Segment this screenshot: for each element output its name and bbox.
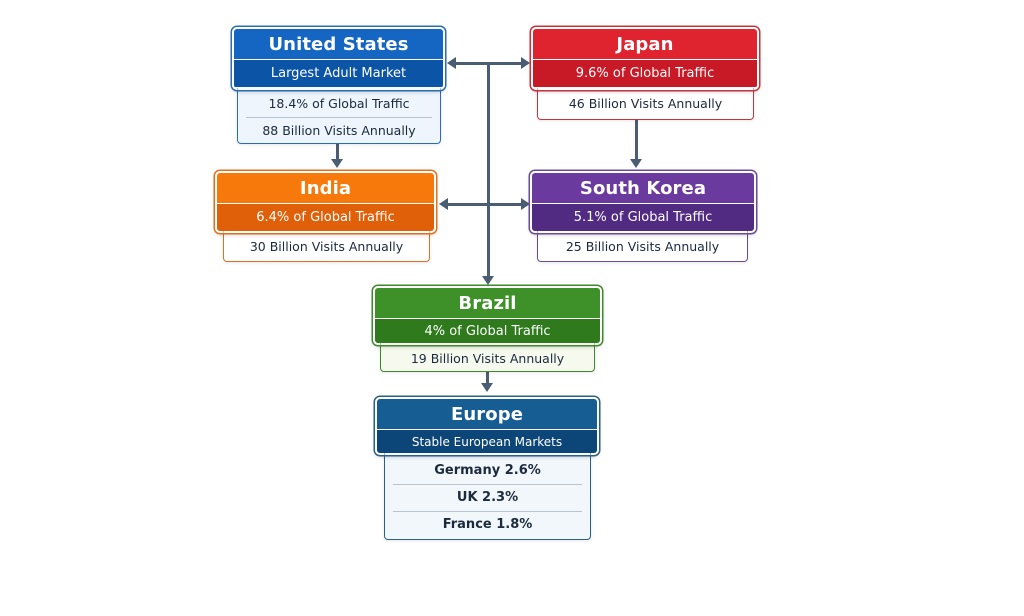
india-header: India 6.4% of Global Traffic [215, 171, 436, 233]
japan-to-korea-line [635, 120, 638, 160]
europe-details: Germany 2.6% UK 2.3% France 1.8% [384, 453, 591, 540]
arrow-right-to-japan-icon [521, 57, 530, 69]
japan-traffic-share: 9.6% of Global Traffic [533, 60, 757, 87]
divider [377, 429, 597, 430]
france-share: France 1.8% [442, 517, 533, 532]
us-title: United States [234, 29, 443, 59]
japan-details: 46 Billion Visits Annually [537, 88, 754, 120]
us-to-india-line [336, 144, 339, 160]
divider [532, 203, 754, 204]
japan-annual-visits: 46 Billion Visits Annually [568, 96, 723, 111]
arrow-down-to-brazil-icon [482, 276, 494, 285]
us-subtitle: Largest Adult Market [234, 60, 443, 87]
hub-top-horizontal-line [455, 62, 521, 65]
india-details: 30 Billion Visits Annually [223, 231, 430, 262]
japan-title: Japan [533, 29, 757, 59]
korea-annual-visits: 25 Billion Visits Annually [565, 239, 720, 254]
europe-germany: Germany 2.6% [385, 458, 590, 484]
brazil-details: 19 Billion Visits Annually [380, 343, 595, 372]
india-traffic-share: 6.4% of Global Traffic [217, 204, 434, 231]
divider [234, 59, 443, 60]
europe-subtitle: Stable European Markets [377, 430, 597, 453]
korea-details: 25 Billion Visits Annually [537, 231, 748, 262]
japan-header: Japan 9.6% of Global Traffic [531, 27, 759, 90]
divider [393, 484, 582, 485]
brazil-title: Brazil [375, 288, 600, 318]
europe-france: France 1.8% [385, 512, 590, 538]
brazil-annual-visits: 19 Billion Visits Annually [410, 351, 565, 366]
divider [217, 203, 434, 204]
us-annual-visits: 88 Billion Visits Annually [262, 123, 416, 138]
india-title: India [217, 173, 434, 203]
brazil-header: Brazil 4% of Global Traffic [373, 286, 602, 345]
brazil-traffic-share: 4% of Global Traffic [375, 319, 600, 343]
arrow-left-to-us-icon [447, 57, 456, 69]
uk-share: UK 2.3% [456, 490, 519, 505]
hub-mid-horizontal-line [447, 203, 521, 206]
us-traffic-share: 18.4% of Global Traffic [268, 96, 410, 111]
divider [246, 117, 432, 118]
europe-header: Europe Stable European Markets [375, 397, 599, 455]
brazil-to-europe-line [486, 372, 489, 384]
divider [375, 318, 600, 319]
korea-header: South Korea 5.1% of Global Traffic [530, 171, 756, 233]
hub-vertical-line [487, 63, 490, 278]
europe-title: Europe [377, 399, 597, 429]
arrow-down-to-india-icon [331, 159, 343, 168]
arrow-down-to-korea-icon [630, 159, 642, 168]
germany-share: Germany 2.6% [434, 463, 541, 478]
india-annual-visits: 30 Billion Visits Annually [249, 239, 404, 254]
arrow-down-to-europe-icon [481, 383, 493, 392]
arrow-right-to-korea-icon [521, 198, 530, 210]
europe-uk: UK 2.3% [385, 485, 590, 511]
us-header: United States Largest Adult Market [232, 27, 445, 90]
divider [393, 511, 582, 512]
us-details: 18.4% of Global Traffic 88 Billion Visit… [237, 88, 441, 144]
arrow-left-to-india-icon [439, 198, 448, 210]
divider [533, 59, 757, 60]
korea-traffic-share: 5.1% of Global Traffic [532, 204, 754, 231]
korea-title: South Korea [532, 173, 754, 203]
